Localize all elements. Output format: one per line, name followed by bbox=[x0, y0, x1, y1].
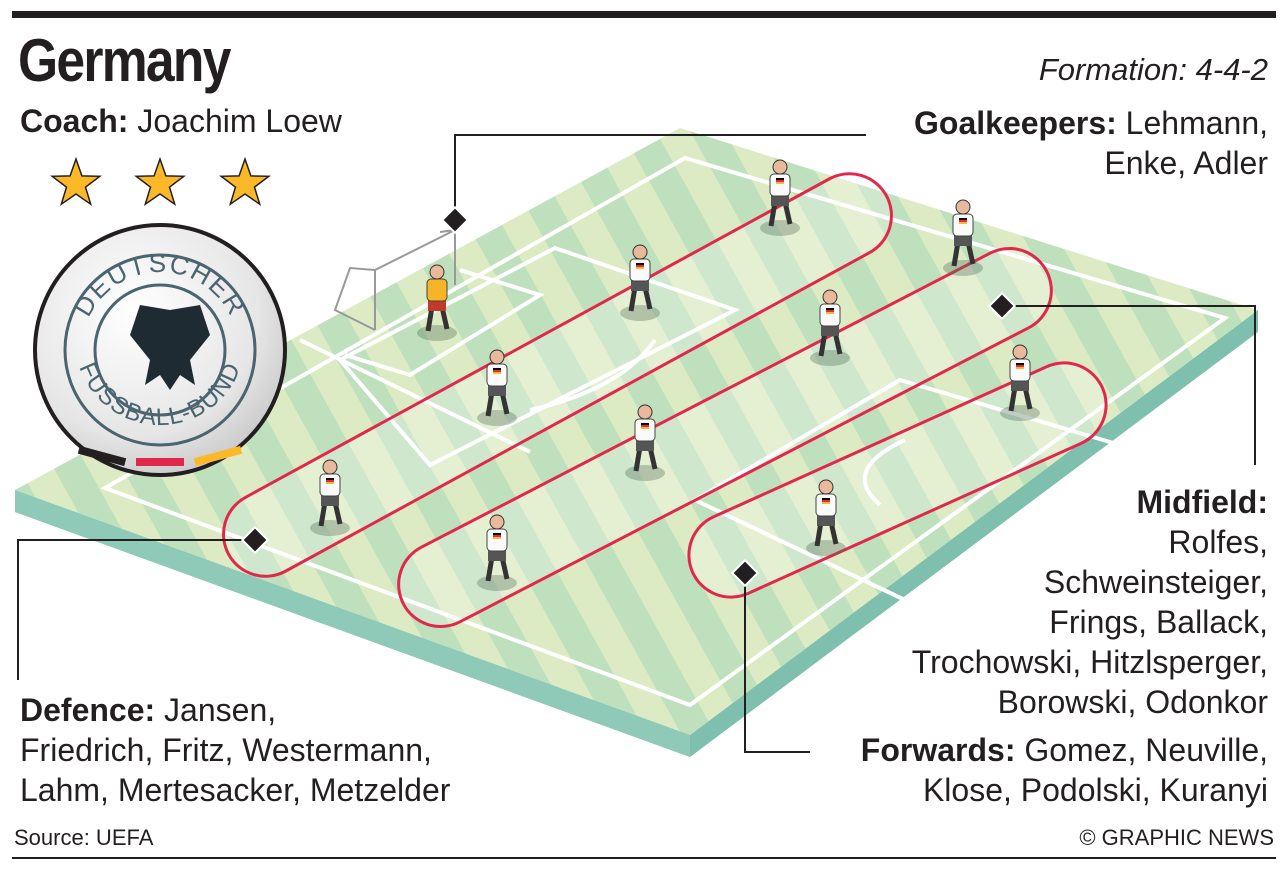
midfield-names: Borowski, Odonkor bbox=[997, 684, 1268, 720]
defence-names: Lahm, Mertesacker, Metzelder bbox=[20, 772, 451, 808]
star-icon bbox=[134, 156, 186, 207]
forwards-label: Forwards: bbox=[860, 732, 1016, 768]
forwards-names: Gomez, Neuville, bbox=[1024, 732, 1268, 768]
midfield-names: Schweinsteiger, bbox=[1043, 564, 1268, 600]
player-icon bbox=[810, 289, 850, 366]
defence-leader bbox=[17, 539, 255, 680]
player-icon bbox=[310, 459, 350, 536]
goalkeepers-names: Lehmann, bbox=[1125, 105, 1268, 141]
goalkeepers-names: Enke, Adler bbox=[1104, 145, 1268, 181]
player-icon bbox=[477, 514, 517, 591]
player-icon bbox=[1000, 344, 1040, 421]
midfield-names: Frings, Ballack, bbox=[1049, 604, 1268, 640]
goalkeeper-player-icon bbox=[417, 264, 457, 341]
top-rule bbox=[12, 11, 1276, 18]
player-icon bbox=[806, 479, 846, 556]
eagle-icon bbox=[130, 300, 210, 390]
star-icon bbox=[219, 156, 271, 207]
pitch-side bbox=[15, 490, 690, 757]
coach-name: Joachim Loew bbox=[137, 103, 342, 139]
goalkeepers-label: Goalkeepers: bbox=[914, 105, 1117, 141]
source-credit: Source: UEFA bbox=[14, 825, 154, 850]
defence-text: Defence: Jansen, Friedrich, Fritz, Wester… bbox=[20, 690, 450, 810]
player-icon bbox=[625, 404, 665, 481]
goalkeepers-marker bbox=[440, 205, 470, 235]
player-icon bbox=[943, 199, 983, 276]
player-icon bbox=[620, 244, 660, 321]
midfield-lane bbox=[397, 247, 1053, 628]
bottom-rule bbox=[12, 857, 1276, 859]
midfield-leader bbox=[1002, 305, 1256, 465]
midfield-text: Midfield: Rolfes, Schweinsteiger, Frings, B… bbox=[912, 482, 1268, 722]
goalkeepers-leader bbox=[454, 134, 866, 220]
formation-label: Formation: 4-4-2 bbox=[1038, 52, 1268, 87]
dfb-badge: DEUTSCHER FUSSBALL-BUND bbox=[33, 223, 287, 477]
goalkeepers-text: Goalkeepers: Lehmann, Enke, Adler bbox=[914, 103, 1268, 183]
midfield-marker bbox=[987, 291, 1017, 321]
midfield-names: Rolfes, bbox=[1168, 524, 1268, 560]
star-icon bbox=[50, 156, 102, 207]
copyright-credit: © GRAPHIC NEWS bbox=[1079, 825, 1274, 850]
defence-marker bbox=[240, 525, 270, 555]
forwards-text: Forwards: Gomez, Neuville, Klose, Podolsk… bbox=[861, 730, 1268, 810]
forwards-leader bbox=[744, 573, 810, 753]
forwards-marker bbox=[730, 558, 760, 588]
defence-label: Defence: bbox=[20, 692, 156, 728]
page-title: Germany bbox=[18, 27, 231, 94]
defence-lane bbox=[222, 172, 893, 578]
player-icon bbox=[477, 349, 517, 426]
forwards-lane bbox=[687, 361, 1108, 599]
defence-names: Friedrich, Fritz, Westermann, bbox=[20, 732, 432, 768]
midfield-label: Midfield: bbox=[1136, 484, 1268, 520]
midfield-names: Trochowski, Hitzlsperger, bbox=[911, 644, 1268, 680]
coach-line: Coach: Joachim Loew bbox=[20, 103, 342, 140]
defence-names: Jansen, bbox=[164, 692, 277, 728]
player-icon bbox=[760, 159, 800, 236]
forwards-names: Klose, Podolski, Kuranyi bbox=[922, 772, 1268, 808]
coach-label: Coach: bbox=[20, 103, 129, 139]
